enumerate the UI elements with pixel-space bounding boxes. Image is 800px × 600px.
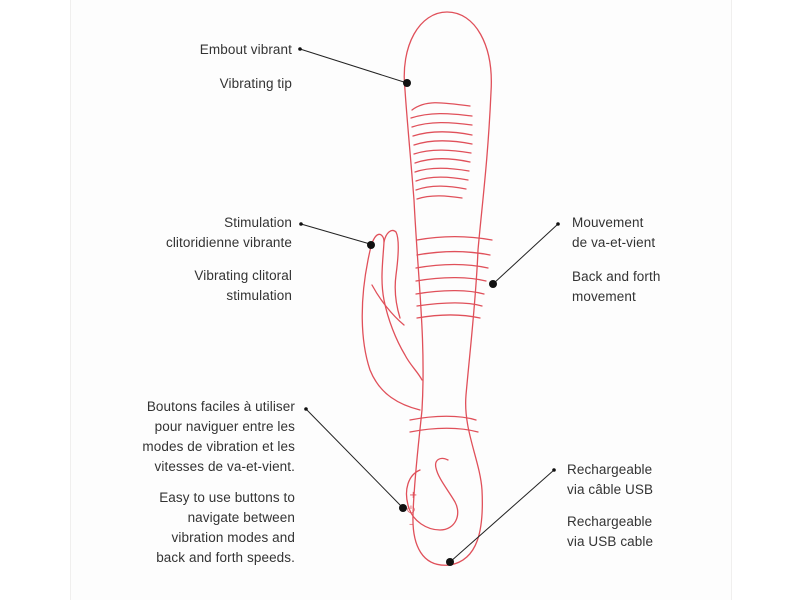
thrust-ring: [416, 250, 491, 256]
callout-text: Boutons faciles à utiliser: [146, 399, 295, 414]
tip-ridge: [411, 121, 473, 128]
callout-text: movement: [572, 289, 636, 304]
thrust-ring: [415, 263, 489, 269]
callout-buttons-en: Easy to use buttons to navigate between …: [156, 488, 295, 568]
thrust-ring: [416, 314, 481, 319]
tip-ridge: [412, 131, 473, 137]
paper-background: [70, 0, 732, 600]
tip-ridge: [411, 102, 471, 111]
dot-clitoral-target: [367, 241, 375, 249]
callout-text: clitoridienne vibrante: [165, 235, 292, 250]
shaft-outline: [403, 11, 492, 566]
callout-text: Mouvement: [572, 215, 644, 230]
thrust-ring: [416, 302, 483, 307]
dot-thrust-label: [556, 222, 560, 226]
dot-usb-label: [552, 468, 556, 472]
callout-tip-en: Vibrating tip: [220, 74, 292, 94]
tip-ridge: [415, 176, 469, 182]
callout-text: back and forth speeds.: [156, 550, 295, 565]
callout-text: pour naviguer entre les: [154, 419, 295, 434]
callout-buttons-fr: Boutons faciles à utiliser pour naviguer…: [142, 397, 295, 477]
callout-text: Stimulation: [224, 215, 292, 230]
leader-clitoral: [300, 223, 371, 245]
callout-clitoral-en: Vibrating clitoral stimulation: [194, 266, 292, 306]
callout-text: vibration modes and: [171, 530, 295, 545]
dot-buttons-target: [399, 504, 407, 512]
callout-text: navigate between: [187, 510, 295, 525]
leader-buttons: [305, 408, 404, 509]
control-buttons: + ⏻ –: [407, 490, 417, 530]
dot-thrust-target: [489, 280, 497, 288]
callout-text: via câble USB: [567, 482, 654, 497]
thrust-ring: [416, 235, 493, 241]
callout-tip-fr: Embout vibrant: [200, 40, 292, 60]
leader-dots: [298, 47, 560, 566]
tip-ridge: [416, 195, 463, 200]
callout-text: Easy to use buttons to: [159, 490, 295, 505]
handle-hook: [405, 457, 459, 531]
tip-ridge: [413, 140, 473, 146]
plus-button-icon: +: [409, 490, 417, 501]
leader-thrust: [492, 223, 559, 285]
callout-text: de va-et-vient: [572, 235, 656, 250]
base-ring: [409, 415, 477, 421]
tip-ridge: [414, 158, 471, 164]
callout-thrust-fr: Mouvement de va-et-vient: [572, 213, 655, 253]
tip-ridge: [415, 185, 467, 191]
callout-text: Rechargeable: [567, 514, 653, 529]
callout-text: Vibrating tip: [219, 76, 292, 91]
base-ring: [409, 427, 479, 433]
callout-text: vitesses de va-et-vient.: [154, 459, 295, 474]
thrust-ring: [415, 276, 487, 282]
callout-text: modes de vibration et les: [142, 439, 295, 454]
thrust-ring: [415, 289, 485, 295]
callout-usb-fr: Rechargeable via câble USB: [567, 460, 653, 500]
callout-text: Embout vibrant: [199, 42, 292, 57]
clitoral-arm-inner: [371, 284, 405, 326]
product-outline: [361, 11, 493, 566]
callout-text: via USB cable: [567, 534, 654, 549]
callout-thrust-en: Back and forth movement: [572, 267, 660, 307]
dot-tip-target: [403, 79, 411, 87]
callout-usb-en: Rechargeable via USB cable: [567, 512, 653, 552]
callout-text: stimulation: [226, 288, 292, 303]
dot-clitoral-label: [299, 222, 303, 226]
dot-usb-target: [446, 558, 454, 566]
power-button-icon: ⏻: [407, 505, 415, 516]
tip-ridge: [410, 112, 473, 119]
dot-tip-label: [298, 47, 302, 51]
callout-text: Back and forth: [572, 269, 661, 284]
callout-text: Vibrating clitoral: [194, 268, 292, 283]
leader-tip: [299, 48, 408, 84]
dot-buttons-label: [304, 407, 308, 411]
callout-clitoral-fr: Stimulation clitoridienne vibrante: [166, 213, 292, 253]
leader-lines: [299, 48, 559, 563]
tip-ridge: [414, 167, 470, 173]
clitoral-tip: [383, 229, 401, 319]
tip-ridge: [413, 149, 472, 155]
leader-usb: [449, 469, 555, 563]
clitoral-arm: [361, 233, 423, 411]
minus-button-icon: –: [409, 519, 414, 530]
callout-text: Rechargeable: [567, 462, 653, 477]
